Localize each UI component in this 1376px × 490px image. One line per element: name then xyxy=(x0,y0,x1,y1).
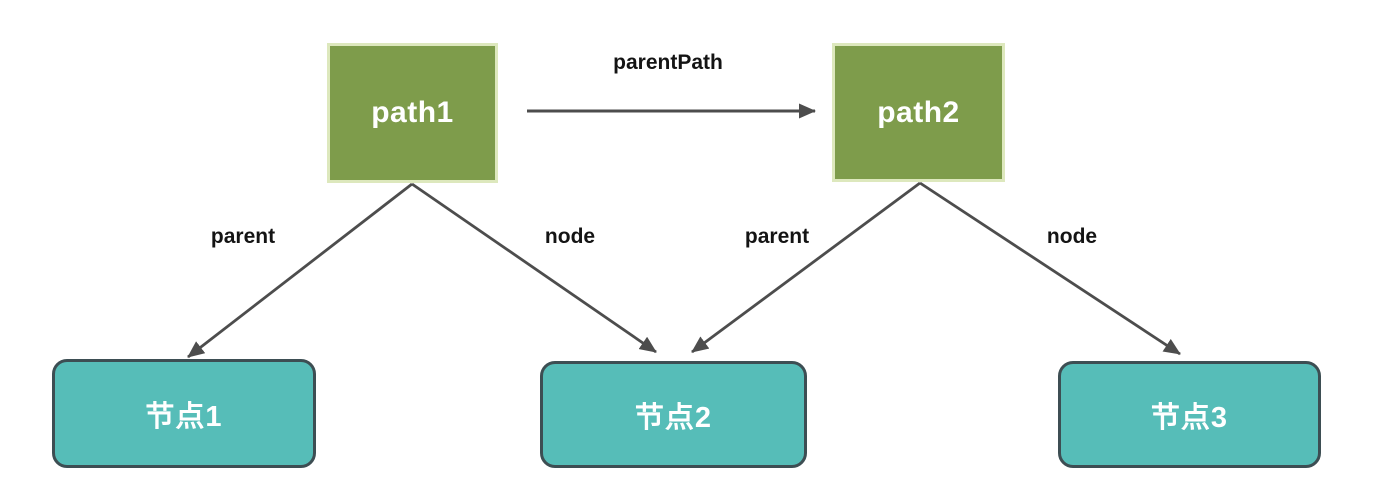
edge-path1-to-node2 xyxy=(411,182,657,354)
path2-node-label: path2 xyxy=(877,95,960,129)
edge-label-parentpath: parentPath xyxy=(613,51,723,74)
leaf-node3-box: 节点3 xyxy=(1058,361,1321,468)
edge-path2-to-node3 xyxy=(919,181,1181,356)
edge-label-parent-path2-node2: parent xyxy=(744,225,810,248)
edge-path1-to-node1 xyxy=(187,182,413,359)
edge-label-node-path1-node2: node xyxy=(544,225,596,248)
path1-node-label: path1 xyxy=(371,96,454,129)
path1-node-box: path1 xyxy=(327,43,498,183)
edge-label-node-path2-node3: node xyxy=(1046,225,1098,248)
leaf-node3-label: 节点3 xyxy=(1150,401,1229,434)
leaf-node2-label: 节点2 xyxy=(634,401,713,434)
path2-node-box: path2 xyxy=(832,43,1005,182)
edge-path2-to-node2 xyxy=(691,181,921,354)
leaf-node1-box: 节点1 xyxy=(52,359,316,468)
edge-label-parent-path1-node1: parent xyxy=(210,225,276,248)
leaf-node1-label: 节点1 xyxy=(145,400,223,433)
leaf-node2-box: 节点2 xyxy=(540,361,807,468)
